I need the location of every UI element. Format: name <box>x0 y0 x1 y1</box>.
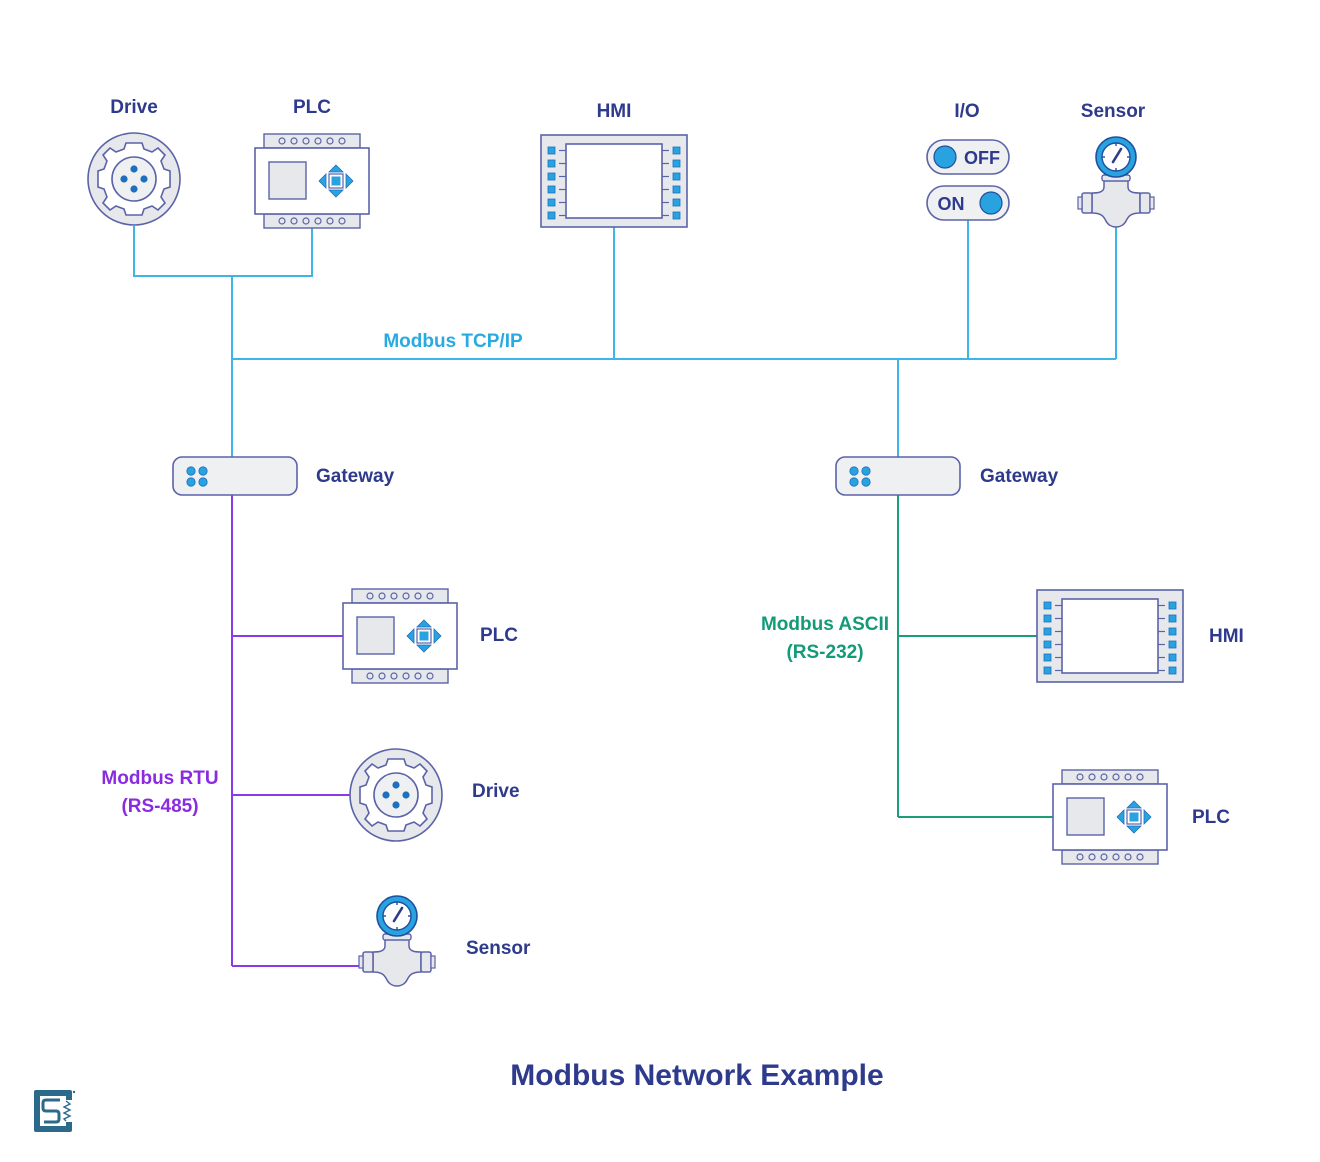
rtu-drive[interactable]: Drive <box>349 748 520 842</box>
ascii-network-label-line1: Modbus ASCII <box>761 614 889 635</box>
gateway-right[interactable]: Gateway <box>835 456 1059 496</box>
gateway-label: Gateway <box>316 466 395 487</box>
top-io[interactable]: I/O OFF ON <box>926 101 1010 221</box>
device-label: PLC <box>1192 807 1230 828</box>
top-drive[interactable]: Drive <box>87 97 181 226</box>
gateway-label: Gateway <box>980 466 1059 487</box>
ascii-plc[interactable]: PLC <box>1052 769 1230 865</box>
tcp-network-label: Modbus TCP/IP <box>383 331 523 352</box>
switch-off-label: OFF <box>964 148 1000 168</box>
device-label: Sensor <box>466 938 531 959</box>
toggle-knob-icon <box>933 145 957 169</box>
device-label: PLC <box>293 97 331 118</box>
top-plc[interactable]: PLC <box>254 97 370 229</box>
ascii-wires <box>897 495 1054 818</box>
rtu-sensor[interactable]: Sensor <box>357 894 531 988</box>
device-label: I/O <box>954 101 979 122</box>
device-label: PLC <box>480 625 518 646</box>
plc-icon <box>254 133 370 229</box>
plc-icon <box>342 588 458 684</box>
sensor-icon <box>357 894 437 988</box>
device-label: Drive <box>110 97 158 118</box>
rtu-network-label-line2: (RS-485) <box>121 796 198 817</box>
rtu-plc[interactable]: PLC <box>342 588 518 684</box>
device-label: Drive <box>472 781 520 802</box>
plc-icon <box>1052 769 1168 865</box>
io-switch-on: ON <box>926 185 1010 221</box>
rtu-network-label-line1: Modbus RTU <box>101 768 218 789</box>
gateway-icon <box>835 456 961 496</box>
device-label: HMI <box>597 101 632 122</box>
rtu-wires <box>231 495 360 967</box>
drive-icon <box>87 132 181 226</box>
diagram-title: Modbus Network Example <box>510 1059 883 1092</box>
device-label: Sensor <box>1081 101 1146 122</box>
gateway-icon <box>172 456 298 496</box>
company-logo-icon <box>34 1090 76 1132</box>
toggle-knob-icon <box>979 191 1003 215</box>
ascii-network-label-line2: (RS-232) <box>786 642 863 663</box>
hmi-icon <box>540 134 688 228</box>
hmi-icon <box>1036 589 1184 683</box>
tcp-wires <box>133 220 1117 458</box>
ascii-hmi[interactable]: HMI <box>1036 589 1244 683</box>
sensor-icon <box>1076 135 1156 229</box>
switch-on-label: ON <box>938 194 965 214</box>
gateway-left[interactable]: Gateway <box>172 456 395 496</box>
drive-icon <box>349 748 443 842</box>
device-label: HMI <box>1209 626 1244 647</box>
wire-drive-plc <box>133 226 313 277</box>
io-switch-off: OFF <box>926 139 1010 175</box>
top-sensor[interactable]: Sensor <box>1076 101 1156 229</box>
top-hmi[interactable]: HMI <box>540 101 688 228</box>
